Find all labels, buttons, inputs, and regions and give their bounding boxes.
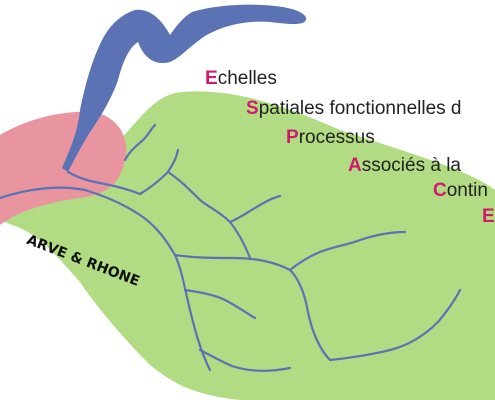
river-tributary xyxy=(288,230,407,272)
acronym-line-5: Contin xyxy=(433,180,488,202)
river-tributary xyxy=(328,288,462,362)
acronym-initial: P xyxy=(286,127,299,148)
glacier-shape xyxy=(62,4,307,173)
acronym-initial: E xyxy=(482,206,495,227)
river-main xyxy=(0,186,212,372)
acronym-word: chelles xyxy=(217,68,277,89)
acronym-word: patiales fonctionnelles d xyxy=(258,98,462,119)
acronym-line-3: Processus xyxy=(286,127,375,149)
river-tributary xyxy=(66,170,142,196)
acronym-initial: A xyxy=(348,155,362,176)
river-tributary xyxy=(198,348,292,372)
acronym-initial: S xyxy=(246,98,259,119)
river-tributary xyxy=(166,170,252,260)
river-tributary xyxy=(228,194,282,224)
river-tributary xyxy=(183,288,257,320)
acronym-word: ontin xyxy=(446,180,488,201)
acronym-initial: C xyxy=(433,180,447,201)
acronym-word: rocessus xyxy=(298,127,375,148)
acronym-line-1: Echelles xyxy=(205,68,277,90)
acronym-line-4: Associés à la xyxy=(348,155,461,177)
acronym-line-2: Spatiales fonctionnelles d xyxy=(246,98,462,120)
acronym-line-6: E xyxy=(482,206,495,228)
watershed-basin xyxy=(0,91,495,400)
acronym-word: ssociés à la xyxy=(361,155,462,176)
river-tributary xyxy=(123,123,157,162)
acronym-initial: E xyxy=(205,68,218,89)
river-network xyxy=(0,123,462,372)
